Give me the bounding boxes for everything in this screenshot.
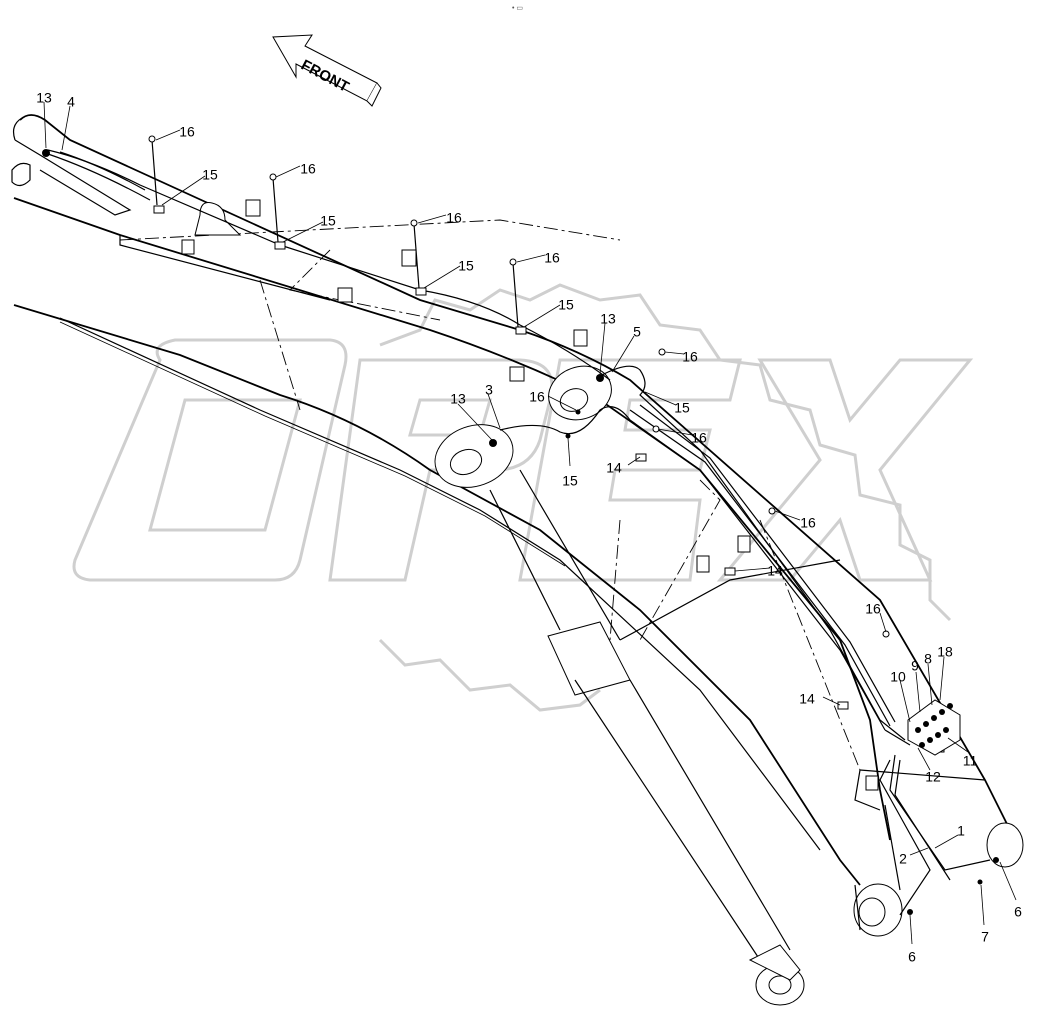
opex-watermark — [72, 283, 974, 712]
callout-14: 14 — [606, 460, 622, 476]
callout-15: 15 — [202, 167, 218, 183]
header-mark: • ▭ — [512, 5, 523, 12]
leader-lines — [43, 101, 1017, 945]
callout-16: 16 — [300, 161, 316, 177]
callout-13: 13 — [450, 391, 466, 407]
callout-5: 5 — [633, 324, 641, 340]
callout-15: 15 — [458, 258, 474, 274]
callout-2: 2 — [899, 851, 907, 867]
callout-6: 6 — [908, 949, 916, 965]
callout-16: 16 — [800, 515, 816, 531]
front-direction-arrow: FRONT — [272, 34, 382, 107]
boom-structure — [11, 114, 1011, 891]
callout-3: 3 — [485, 382, 493, 398]
callout-16: 16 — [865, 601, 881, 617]
bolts-and-fittings — [42, 135, 999, 915]
callout-14: 14 — [799, 691, 815, 707]
center-lines — [119, 219, 861, 771]
hydraulic-pipes — [47, 149, 991, 916]
mounting-blocks — [181, 199, 945, 791]
callout-16: 16 — [446, 210, 462, 226]
boom-foot-pins — [853, 822, 1024, 937]
callout-16: 16 — [529, 389, 545, 405]
callout-15: 15 — [562, 473, 578, 489]
callout-9: 9 — [911, 658, 919, 674]
callout-4: 4 — [67, 94, 75, 110]
callout-6: 6 — [1014, 904, 1022, 920]
callout-16: 16 — [179, 124, 195, 140]
callout-1: 1 — [957, 823, 965, 839]
callout-8: 8 — [924, 651, 932, 667]
callout-15: 15 — [674, 400, 690, 416]
callout-10: 10 — [890, 669, 906, 685]
callout-15: 15 — [558, 297, 574, 313]
callout-14: 14 — [767, 563, 783, 579]
callout-16: 16 — [544, 250, 560, 266]
callout-15: 15 — [320, 213, 336, 229]
terminal-fitting-block — [907, 699, 961, 756]
callout-16: 16 — [691, 430, 707, 446]
callout-12: 12 — [925, 769, 941, 785]
callout-11: 11 — [963, 753, 978, 769]
callout-13: 13 — [600, 311, 616, 327]
callout-7: 7 — [981, 929, 989, 945]
callout-16: 16 — [682, 349, 698, 365]
boom-cylinder — [434, 365, 805, 1006]
callout-13: 13 — [36, 90, 52, 106]
callout-18: 18 — [937, 644, 953, 660]
